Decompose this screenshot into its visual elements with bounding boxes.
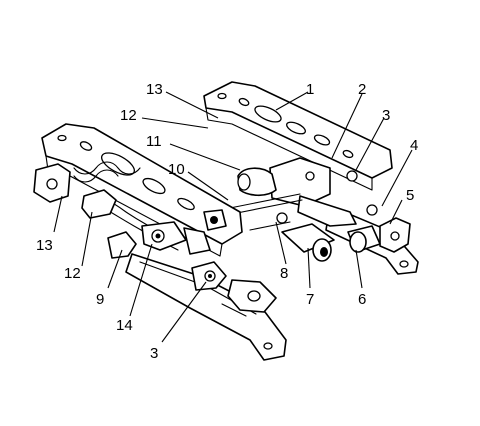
front-frame-rail xyxy=(41,123,243,257)
callout-13-left: 13 xyxy=(36,237,53,254)
center-mechanism xyxy=(229,157,381,262)
callout-9: 9 xyxy=(96,291,104,308)
callout-13-top: 13 xyxy=(146,81,163,98)
callout-12-top: 12 xyxy=(120,107,137,124)
callout-11: 11 xyxy=(146,133,162,150)
callout-2: 2 xyxy=(358,81,366,98)
front-spring-assembly xyxy=(33,161,211,259)
callout-4: 4 xyxy=(410,137,418,154)
front-lower-track xyxy=(125,253,287,361)
callout-10: 10 xyxy=(168,161,185,178)
callout-6: 6 xyxy=(358,291,366,308)
callout-14: 14 xyxy=(116,317,133,334)
rear-frame-rail xyxy=(203,81,393,191)
callout-labels: 13 1 2 3 12 11 4 10 5 13 12 9 14 8 7 6 3 xyxy=(36,81,418,362)
callout-12-left: 12 xyxy=(64,265,81,282)
callout-3-top: 3 xyxy=(382,107,390,124)
callout-3-bottom: 3 xyxy=(150,345,158,362)
callout-5: 5 xyxy=(406,187,414,204)
callout-8: 8 xyxy=(280,265,288,282)
callout-1: 1 xyxy=(306,81,314,98)
callout-7: 7 xyxy=(306,291,314,308)
callout-leaders xyxy=(53,91,413,343)
